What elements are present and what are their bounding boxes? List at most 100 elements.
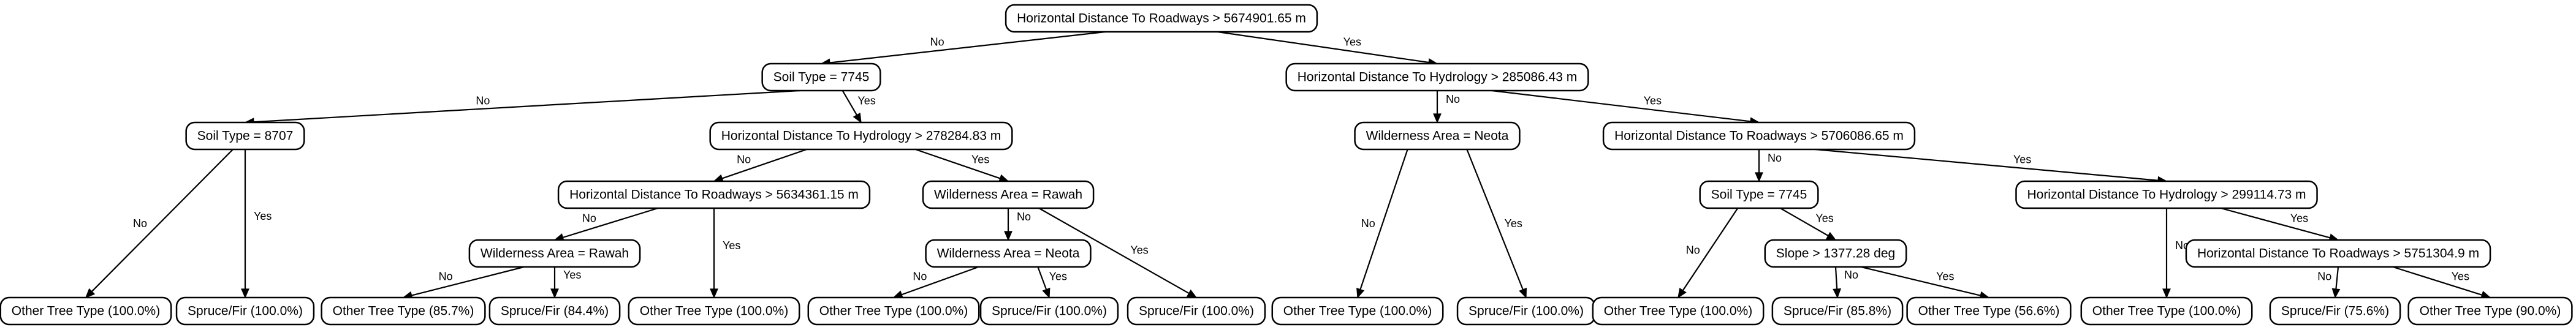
edge-label-no: No [1686,244,1700,256]
node-label-wilderness-area-neota: Wilderness Area = Neota [1366,129,1509,143]
edge-label-yes: Yes [1505,217,1522,230]
edge-yes [1466,149,1524,290]
decision-node: Horizontal Distance To Hydrology > 29911… [2015,180,2318,209]
edge-yes [1217,31,1429,64]
leaf-node: Other Tree Type (100.0%) [1271,296,1444,326]
leaf-label-other-tree-type-100-0: Other Tree Type (100.0%) [1283,304,1432,318]
arrowhead-icon [1433,113,1442,124]
node-label-wilderness-area-rawah: Wilderness Area = Rawah [481,247,629,261]
edge-no [1682,208,1739,291]
arrowhead-icon [710,288,718,299]
decision-node: Wilderness Area = Rawah [468,239,641,268]
arrowhead-icon [1004,231,1013,241]
edge-no [253,89,800,123]
leaf-label-other-tree-type-85-7: Other Tree Type (85.7%) [333,304,474,318]
arrowhead-icon [853,112,862,124]
edge-label-no: No [1844,269,1858,281]
edge-yes [1491,89,1751,122]
decision-node: Slope > 1377.28 deg [1764,239,1907,268]
decision-node: Horizontal Distance To Hydrology > 27828… [709,121,1013,151]
node-label-slope-1377-28-deg: Slope > 1377.28 deg [1776,247,1895,261]
nodes-layer: Horizontal Distance To Roadways > 567490… [0,4,2573,326]
node-label-wilderness-area-rawah: Wilderness Area = Rawah [934,188,1082,202]
leaf-label-spruce-fir-100-0: Spruce/Fir (100.0%) [188,304,303,318]
leaf-box [1906,296,2072,326]
edge-label-yes: Yes [1815,212,1833,225]
node-label-soil-type-7745: Soil Type = 7745 [773,70,870,84]
arrowhead-icon [1755,172,1763,182]
decision-node: Horizontal Distance To Hydrology > 28508… [1285,62,1589,92]
decision-box [1005,4,1318,33]
leaf-node: Spruce/Fir (85.8%) [1771,296,1904,326]
edge-label-yes: Yes [2013,154,2031,166]
node-label-horizontal-distance-to-hydrology-278284-83-m: Horizontal Distance To Hydrology > 27828… [721,129,1001,143]
edge-no [829,31,1106,64]
edge-yes [1815,148,2159,181]
arrowhead-icon [550,288,559,299]
decision-node: Soil Type = 7745 [1699,180,1819,209]
edge-label-no: No [1361,217,1375,230]
leaf-node: Spruce/Fir (100.0%) [1456,296,1596,326]
leaf-label-spruce-fir-84-4: Spruce/Fir (84.4%) [501,304,609,318]
decision-node: Soil Type = 8707 [185,121,305,151]
edge-label-no: No [476,95,490,107]
edge-yes [1780,208,1829,236]
edge-label-yes: Yes [563,269,581,281]
leaf-node: Other Tree Type (100.0%) [628,296,800,326]
arrowhead-icon [2162,288,2171,299]
leaf-label-spruce-fir-100-0: Spruce/Fir (100.0%) [1139,304,1254,318]
leaf-label-spruce-fir-85-8: Spruce/Fir (85.8%) [1784,304,1891,318]
node-label-soil-type-8707: Soil Type = 8707 [197,129,294,143]
leaf-label-other-tree-type-100-0: Other Tree Type (100.0%) [640,304,788,318]
decision-box [1354,121,1521,151]
leaf-label-spruce-fir-75-6: Spruce/Fir (75.6%) [2281,304,2389,318]
leaf-box [1592,296,1765,326]
arrowhead-icon [1677,288,1687,299]
leaf-box [2080,296,2253,326]
leaf-label-other-tree-type-100-0: Other Tree Type (100.0%) [819,304,968,318]
node-label-horizontal-distance-to-hydrology-299114-73-m: Horizontal Distance To Hydrology > 29911… [2027,188,2306,202]
leaf-node: Other Tree Type (90.0%) [2407,296,2573,326]
edge-yes [842,90,857,116]
decision-box [1764,239,1907,268]
edge-label-no: No [1017,211,1031,223]
leaf-box [1771,296,1904,326]
arrowhead-icon [1356,287,1365,299]
leaf-node: Other Tree Type (100.0%) [1592,296,1765,326]
edge-no [901,266,979,296]
edge-no [2335,266,2339,290]
leaf-box [175,296,315,326]
decision-box [925,239,1092,268]
edge-label-no: No [913,271,927,283]
leaf-node: Spruce/Fir (84.4%) [488,296,621,326]
decision-node: Wilderness Area = Neota [925,239,1092,268]
decision-node: Wilderness Area = Rawah [922,180,1095,209]
node-label-horizontal-distance-to-hydrology-285086-43-m: Horizontal Distance To Hydrology > 28508… [1297,70,1578,84]
arrowhead-icon [1042,287,1051,299]
decision-box [2015,180,2318,209]
edge-no [1834,266,1838,290]
edge-label-no: No [582,212,596,225]
node-label-horizontal-distance-to-roadways-5674901-65-m: Horizontal Distance To Roadways > 567490… [1017,12,1306,26]
edge-label-no: No [737,154,751,166]
edge-label-no: No [1768,152,1782,164]
decision-box [1285,62,1589,92]
leaf-node: Other Tree Type (100.0%) [0,296,172,326]
arrowhead-icon [1833,288,1842,299]
edge-label-yes: Yes [2290,212,2308,225]
decision-node: Soil Type = 7745 [761,62,881,92]
edge-yes [2392,266,2482,296]
edge-label-no: No [1446,93,1460,105]
edge-label-yes: Yes [723,239,740,252]
leaf-box [628,296,800,326]
edge-label-no: No [133,217,147,230]
edge-no [411,266,525,296]
edge-no [563,207,658,238]
leaf-node: Other Tree Type (100.0%) [2080,296,2253,326]
decision-box [1699,180,1819,209]
leaf-node: Spruce/Fir (100.0%) [175,296,315,326]
leaf-label-spruce-fir-100-0: Spruce/Fir (100.0%) [992,304,1107,318]
leaf-label-other-tree-type-100-0: Other Tree Type (100.0%) [12,304,160,318]
leaf-node: Other Tree Type (85.7%) [321,296,486,326]
